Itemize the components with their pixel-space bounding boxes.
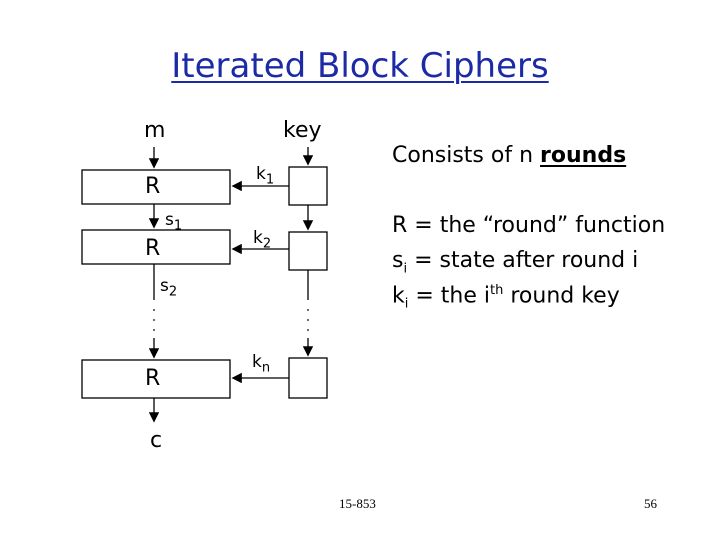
key-1-label: k1 (256, 164, 275, 188)
key-n-label: kn (252, 352, 271, 376)
right-ellipsis-dots (307, 309, 309, 331)
key-box-2 (288, 231, 328, 271)
round-box-1 (81, 169, 231, 205)
left-ellipsis-dots (153, 309, 155, 331)
slide-title: Iterated Block Ciphers (171, 46, 549, 86)
round-2-label: R (145, 236, 161, 261)
round-n-label: R (145, 366, 161, 391)
input-m-label: m (144, 118, 166, 143)
description-state: si = state after round i (392, 248, 639, 277)
round-box-n (81, 359, 231, 399)
round-box-2 (81, 229, 231, 265)
description-rounds: Consists of n rounds (392, 143, 627, 168)
state-1-label: s1 (165, 210, 183, 234)
state-2-label: s2 (160, 276, 178, 300)
key-2-label: k2 (253, 228, 272, 252)
footer-course: 15-853 (339, 496, 376, 511)
key-box-n (288, 357, 328, 399)
key-label: key (283, 118, 322, 143)
output-c-label: c (150, 428, 163, 453)
page-number: 56 (644, 496, 657, 511)
round-1-label: R (145, 174, 161, 199)
key-box-1 (288, 166, 328, 206)
description-round-function: R = the “round” function (392, 213, 666, 238)
description-round-key: ki = the ith round key (392, 283, 620, 312)
